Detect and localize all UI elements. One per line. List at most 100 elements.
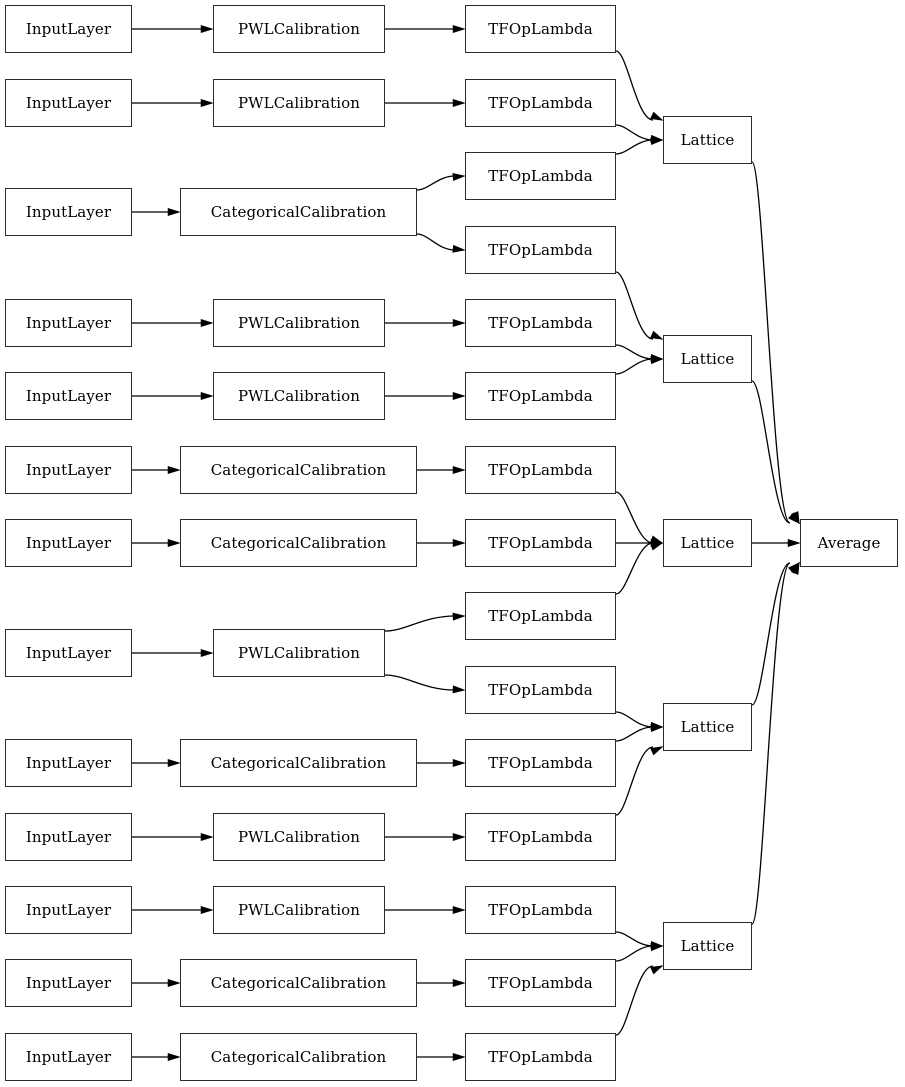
edge-line	[615, 50, 654, 121]
tf-op-lambda-node[interactable]: TFOpLambda	[465, 666, 616, 714]
edge-arrowhead	[650, 111, 664, 121]
edge-arrowhead	[650, 940, 664, 949]
input-layer-node[interactable]: InputLayer	[5, 1033, 132, 1081]
calibration-node[interactable]: CategoricalCalibration	[180, 739, 417, 787]
node-label: Lattice	[680, 718, 735, 736]
edge-line	[615, 491, 654, 544]
node-label: TFOpLambda	[488, 314, 593, 332]
lattice-node[interactable]: Lattice	[663, 922, 752, 970]
lattice-node[interactable]: Lattice	[663, 519, 752, 567]
tf-op-lambda-node[interactable]: TFOpLambda	[465, 739, 616, 787]
calibration-node[interactable]: PWLCalibration	[213, 629, 385, 677]
node-label: PWLCalibration	[237, 644, 361, 662]
edge-arrowhead	[167, 208, 181, 216]
edge-line	[416, 233, 456, 251]
input-layer-node[interactable]: InputLayer	[5, 299, 132, 347]
edge-arrowhead	[650, 137, 664, 146]
tf-op-lambda-node[interactable]: TFOpLambda	[465, 886, 616, 934]
tf-op-lambda-node[interactable]: TFOpLambda	[465, 79, 616, 127]
lattice-node[interactable]: Lattice	[663, 116, 752, 164]
node-label: CategoricalCalibration	[210, 754, 387, 772]
calibration-node[interactable]: PWLCalibration	[213, 5, 385, 53]
edge-arrowhead	[452, 319, 466, 327]
edge-arrowhead	[650, 724, 664, 733]
calibration-node[interactable]: CategoricalCalibration	[180, 446, 417, 494]
input-layer-node[interactable]: InputLayer	[5, 79, 132, 127]
calibration-node[interactable]: PWLCalibration	[213, 813, 385, 861]
node-label: TFOpLambda	[488, 20, 593, 38]
tf-op-lambda-node[interactable]: TFOpLambda	[465, 813, 616, 861]
tf-op-lambda-node[interactable]: TFOpLambda	[465, 1033, 616, 1081]
node-label: Lattice	[680, 937, 735, 955]
input-layer-node[interactable]: InputLayer	[5, 959, 132, 1007]
input-layer-node[interactable]: InputLayer	[5, 629, 132, 677]
edge-arrowhead	[452, 833, 466, 841]
input-layer-node[interactable]: InputLayer	[5, 188, 132, 236]
edge-arrowhead	[167, 466, 181, 474]
edge-line	[615, 945, 654, 962]
tf-op-lambda-node[interactable]: TFOpLambda	[465, 152, 616, 200]
edge-arrowhead	[790, 561, 800, 575]
edge-arrowhead	[200, 319, 214, 327]
edge-line	[615, 271, 654, 340]
edge-line	[384, 674, 456, 691]
average-node[interactable]: Average	[800, 519, 898, 567]
tf-op-lambda-node[interactable]: TFOpLambda	[465, 959, 616, 1007]
edge-arrowhead	[200, 649, 214, 657]
calibration-node[interactable]: PWLCalibration	[213, 372, 385, 420]
node-label: InputLayer	[25, 94, 112, 112]
edge-line	[615, 931, 654, 947]
lattice-node[interactable]: Lattice	[663, 335, 752, 383]
edge-arrowhead	[200, 392, 214, 400]
tf-op-lambda-node[interactable]: TFOpLambda	[465, 592, 616, 640]
calibration-node[interactable]: CategoricalCalibration	[180, 188, 417, 236]
tf-op-lambda-node[interactable]: TFOpLambda	[465, 299, 616, 347]
tf-op-lambda-node[interactable]: TFOpLambda	[465, 5, 616, 53]
edge-line	[751, 562, 791, 706]
node-label: Average	[817, 534, 881, 552]
calibration-node[interactable]: PWLCalibration	[213, 886, 385, 934]
input-layer-node[interactable]: InputLayer	[5, 519, 132, 567]
node-label: TFOpLambda	[488, 1048, 593, 1066]
input-layer-node[interactable]: InputLayer	[5, 372, 132, 420]
edge-arrowhead	[200, 833, 214, 841]
edge-line	[615, 965, 654, 1036]
node-label: Lattice	[680, 534, 735, 552]
edge-arrowhead	[650, 746, 664, 756]
edge-arrowhead	[650, 134, 664, 143]
edge-arrowhead	[650, 721, 664, 730]
edge-arrowhead	[452, 1053, 466, 1061]
node-label: CategoricalCalibration	[210, 534, 387, 552]
edge-arrowhead	[650, 943, 664, 952]
edge-arrowhead	[788, 512, 801, 525]
tf-op-lambda-node[interactable]: TFOpLambda	[465, 519, 616, 567]
tf-op-lambda-node[interactable]: TFOpLambda	[465, 226, 616, 274]
edge-arrowhead	[167, 539, 181, 547]
input-layer-node[interactable]: InputLayer	[5, 886, 132, 934]
edge-arrowhead	[650, 356, 664, 365]
node-label: TFOpLambda	[488, 901, 593, 919]
node-label: PWLCalibration	[237, 901, 361, 919]
edge-arrowhead	[452, 539, 466, 547]
lattice-node[interactable]: Lattice	[663, 703, 752, 751]
edge-arrowhead	[200, 99, 214, 107]
input-layer-node[interactable]: InputLayer	[5, 5, 132, 53]
calibration-node[interactable]: CategoricalCalibration	[180, 1033, 417, 1081]
calibration-node[interactable]: CategoricalCalibration	[180, 959, 417, 1007]
input-layer-node[interactable]: InputLayer	[5, 813, 132, 861]
input-layer-node[interactable]: InputLayer	[5, 739, 132, 787]
tf-op-lambda-node[interactable]: TFOpLambda	[465, 372, 616, 420]
node-label: InputLayer	[25, 20, 112, 38]
node-label: CategoricalCalibration	[210, 203, 387, 221]
input-layer-node[interactable]: InputLayer	[5, 446, 132, 494]
calibration-node[interactable]: CategoricalCalibration	[180, 519, 417, 567]
node-label: Lattice	[680, 131, 735, 149]
calibration-node[interactable]: PWLCalibration	[213, 79, 385, 127]
tf-op-lambda-node[interactable]: TFOpLambda	[465, 446, 616, 494]
edge-line	[615, 711, 654, 728]
calibration-node[interactable]: PWLCalibration	[213, 299, 385, 347]
node-label: PWLCalibration	[237, 94, 361, 112]
node-label: InputLayer	[25, 534, 112, 552]
edge-arrowhead	[650, 542, 664, 551]
